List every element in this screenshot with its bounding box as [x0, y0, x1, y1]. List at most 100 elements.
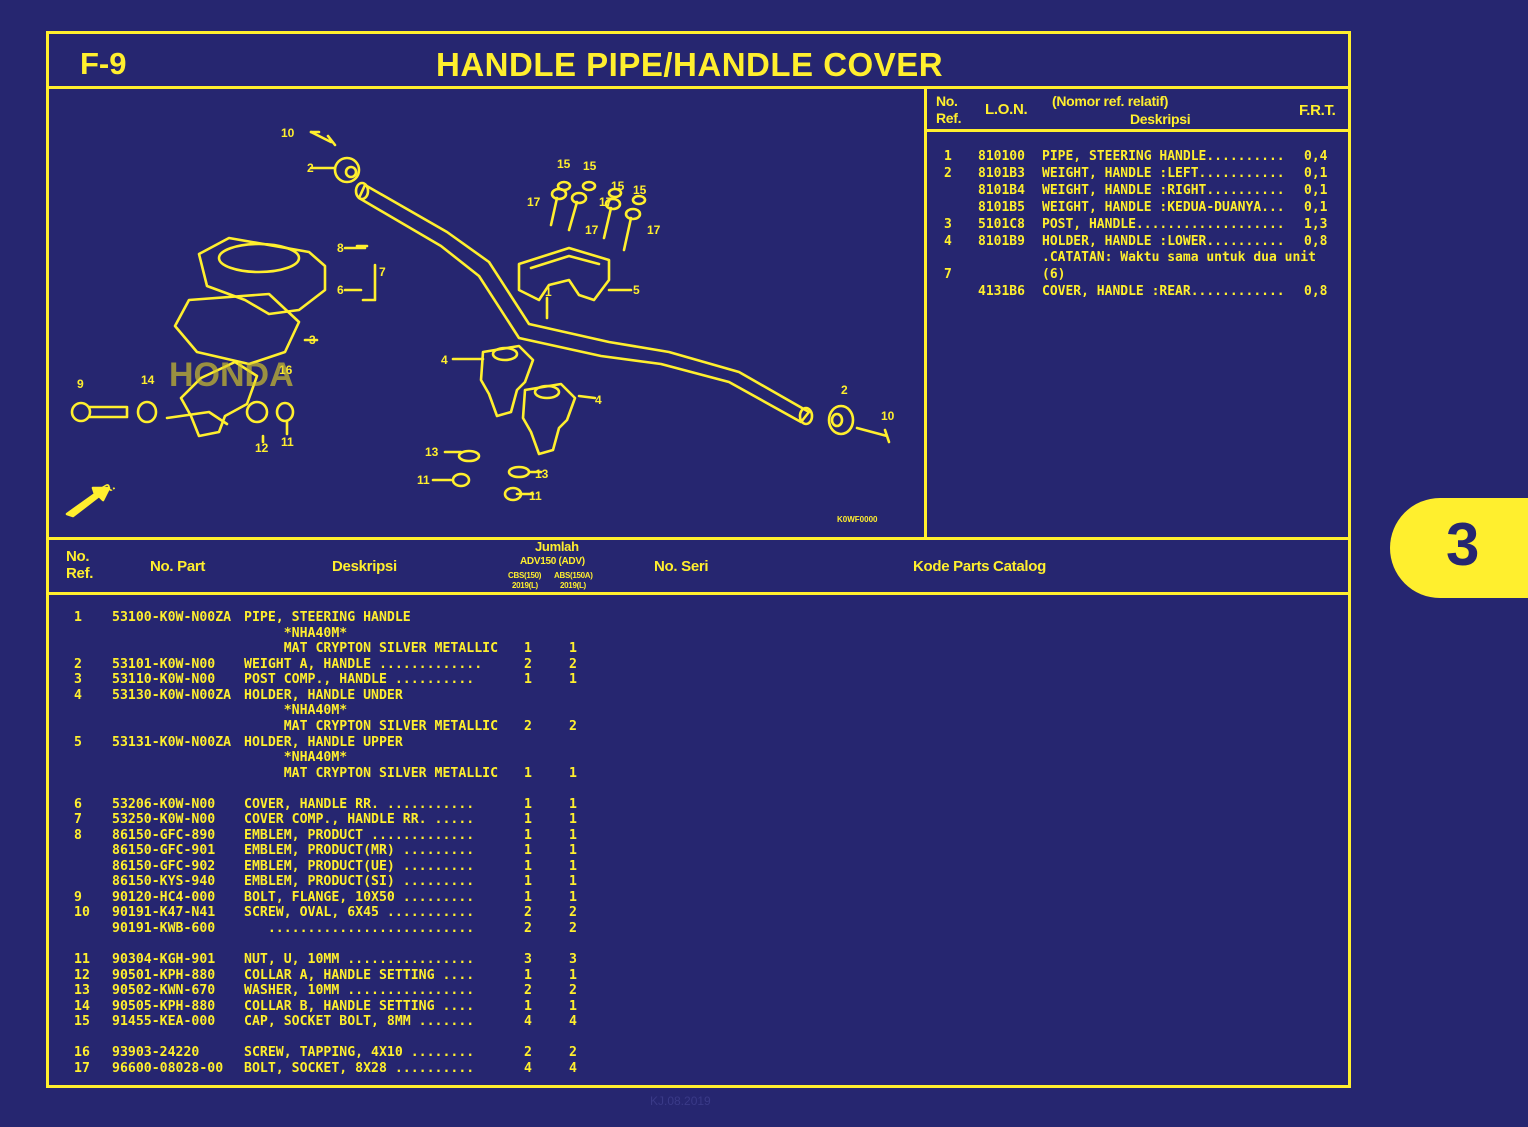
part-description: COVER COMP., HANDLE RR. .....	[244, 812, 475, 827]
part-number: 53130-K0W-N00ZA	[112, 688, 232, 703]
part-description: *NHA40M*	[244, 626, 348, 641]
part-number: 90120-HC4-000	[112, 890, 216, 905]
pipe-end-right	[798, 406, 814, 426]
part-number: 53110-K0W-N00	[112, 672, 216, 687]
part-number: 91455-KEA-000	[112, 1014, 216, 1029]
diagram-bottom-divider	[49, 537, 1348, 540]
lon-header-no-ref: No. Ref.	[936, 93, 962, 126]
qty-abs: 1	[569, 968, 577, 983]
qty-abs: 4	[569, 1061, 577, 1076]
part-ref: 10	[74, 905, 90, 920]
qty-cbs: 1	[524, 968, 532, 983]
part-ref: 12	[74, 968, 90, 983]
qty-abs: 3	[569, 952, 577, 967]
qty-cbs: 2	[524, 983, 532, 998]
part-ref: 13	[74, 983, 90, 998]
part-description: WEIGHT A, HANDLE .............	[244, 657, 483, 672]
callout-4b: 4	[595, 393, 602, 407]
part-description: POST COMP., HANDLE ..........	[244, 672, 475, 687]
part-number: 90191-KWB-600	[112, 921, 216, 936]
qty-cbs: 1	[524, 766, 532, 781]
lon-description: WEIGHT, HANDLE :KEDUA-DUANYA...	[1042, 199, 1285, 215]
part-description: BOLT, FLANGE, 10X50 .........	[244, 890, 475, 905]
part-number: 53101-K0W-N00	[112, 657, 216, 672]
part-ref: 14	[74, 999, 90, 1014]
qty-cbs: 2	[524, 657, 532, 672]
callout-17b: 17	[599, 195, 613, 209]
callout-1: 1	[545, 285, 552, 299]
qty-abs: 1	[569, 797, 577, 812]
section-tab-number: 3	[1446, 511, 1480, 578]
callout-11a: 11	[417, 473, 430, 487]
qty-abs: 1	[569, 859, 577, 874]
parts-header-kode: Kode Parts Catalog	[913, 558, 1046, 575]
part-number: 53100-K0W-N00ZA	[112, 610, 232, 625]
part-ref: 8	[74, 828, 82, 843]
screw-oval-left	[309, 130, 337, 147]
lon-description: HOLDER, HANDLE :LOWER..........	[1042, 233, 1285, 249]
qty-cbs: 1	[524, 874, 532, 889]
part-description: MAT CRYPTON SILVER METALLIC	[244, 766, 499, 781]
part-description: COLLAR B, HANDLE SETTING ....	[244, 999, 475, 1014]
qty-cbs: 1	[524, 641, 532, 656]
part-description: SCREW, TAPPING, 4X10 ........	[244, 1045, 475, 1060]
part-ref: 15	[74, 1014, 90, 1029]
callout-10-right: 10	[881, 409, 895, 423]
qty-cbs: 1	[524, 812, 532, 827]
qty-abs: 2	[569, 905, 577, 920]
callout-13a: 13	[425, 445, 439, 459]
qty-abs: 2	[569, 719, 577, 734]
part-description: WASHER, 10MM ................	[244, 983, 475, 998]
qty-cbs: 1	[524, 828, 532, 843]
qty-abs: 1	[569, 843, 577, 858]
callout-11b: 11	[529, 489, 542, 503]
part-number: 86150-GFC-890	[112, 828, 216, 843]
callout-5: 5	[633, 283, 640, 297]
parts-header-no-ref: No. Ref.	[66, 548, 94, 582]
lon-header-divider	[927, 129, 1348, 132]
callout-9: 9	[77, 377, 84, 391]
lon-frt: 0,8	[1304, 284, 1328, 300]
lon-description: POST, HANDLE...................	[1042, 216, 1285, 232]
part-ref: 2	[74, 657, 82, 672]
lon-header-nomor: (Nomor ref. relatif)	[1052, 93, 1169, 109]
part-description: SCREW, OVAL, 6X45 ...........	[244, 905, 475, 920]
section-tab[interactable]: 3	[1390, 498, 1528, 598]
lon-frt: 0,8	[1304, 233, 1328, 249]
exploded-parts-diagram: 10 2 15 15 15 15 17 17 17 17 8 7 6 1 5 3…	[49, 90, 925, 537]
qty-abs: 1	[569, 766, 577, 781]
lon-header-frt: F.R.T.	[1299, 102, 1336, 119]
handle-holder-upper	[517, 246, 611, 302]
part-description: EMBLEM, PRODUCT .............	[244, 828, 475, 843]
part-number: 86150-KYS-940	[112, 874, 216, 889]
handle-post-assembly	[165, 236, 327, 438]
callout-11-left: 11	[281, 435, 294, 449]
callout-8: 8	[337, 241, 344, 255]
part-ref: 17	[74, 1061, 90, 1076]
fr-arrow	[65, 486, 111, 518]
qty-abs: 1	[569, 999, 577, 1014]
handle-holder-lower-left	[479, 344, 535, 418]
qty-cbs: 1	[524, 859, 532, 874]
footer-faint-text: KJ.08.2019	[650, 1094, 711, 1108]
washer-nut-left	[451, 449, 481, 488]
qty-abs: 1	[569, 812, 577, 827]
lon-description: (6)	[1042, 267, 1066, 283]
lon-ref: 2	[944, 165, 952, 181]
callout-15b: 15	[583, 159, 597, 173]
lon-ref: 7	[944, 267, 952, 283]
qty-abs: 2	[569, 983, 577, 998]
qty-cbs: 1	[524, 843, 532, 858]
lon-code: 810100	[978, 149, 1025, 164]
part-description: EMBLEM, PRODUCT(MR) .........	[244, 843, 475, 858]
callout-15c: 15	[611, 179, 625, 193]
part-number: 90191-K47-N41	[112, 905, 216, 920]
qty-abs: 1	[569, 641, 577, 656]
part-number: 93903-24220	[112, 1045, 200, 1060]
callout-15d: 15	[633, 183, 647, 197]
part-number: 90505-KPH-880	[112, 999, 216, 1014]
qty-cbs: 1	[524, 672, 532, 687]
lon-description: PIPE, STEERING HANDLE..........	[1042, 149, 1285, 164]
lon-header-deskripsi: Deskripsi	[1130, 111, 1191, 127]
qty-cbs: 2	[524, 1045, 532, 1060]
